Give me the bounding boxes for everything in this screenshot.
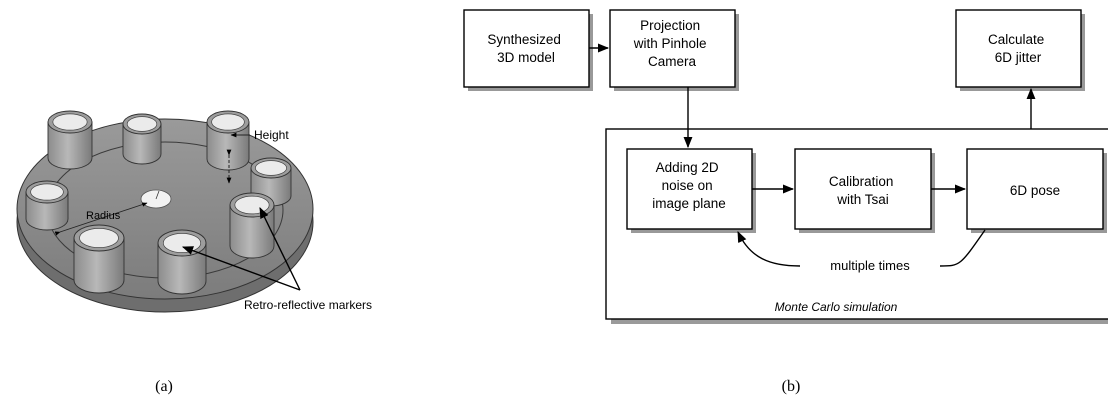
- synthesized-model-text: Synthesized 3D model: [487, 32, 564, 65]
- pose-box: [966, 148, 1104, 230]
- markers-callout: Retro-reflective markers: [181, 206, 372, 312]
- caption-a: (a): [155, 378, 173, 395]
- marker-cylinder: [206, 110, 250, 171]
- marker-cylinder: [73, 224, 125, 294]
- adding-noise-box: [626, 148, 753, 230]
- caption-b: (b): [782, 378, 801, 395]
- marker-cylinder: [122, 113, 162, 165]
- loop-arrow-left: [737, 230, 801, 267]
- marker-cylinder: [25, 180, 69, 231]
- projection-box: [609, 9, 736, 88]
- height-dimension: Height: [226, 128, 289, 184]
- marker-cylinder: [157, 229, 207, 295]
- pose-text: 6D pose: [1010, 183, 1060, 198]
- marker-cylinder: [47, 110, 93, 170]
- synthesized-model-box: [463, 9, 590, 88]
- adding-noise-text: Adding 2D noise on image plane: [652, 160, 726, 211]
- projection-text: Projection with Pinhole Camera: [633, 18, 711, 69]
- radius-line: [54, 202, 148, 236]
- calibration-box: [794, 148, 932, 230]
- markers-label: Retro-reflective markers: [244, 298, 372, 312]
- retro-reflective-marker-group: [25, 110, 292, 295]
- radius-label: Radius: [86, 210, 121, 222]
- calibration-text: Calibration with Tsai: [829, 174, 897, 207]
- loop-label: multiple times: [830, 258, 910, 273]
- monte-carlo-label: Monte Carlo simulation: [775, 300, 898, 314]
- height-label: Height: [254, 128, 289, 142]
- calculate-jitter-text: Calculate 6D jitter: [988, 32, 1048, 65]
- calculate-jitter-box: [955, 9, 1082, 88]
- loop-arrow: [939, 229, 986, 267]
- marker-cylinder: [229, 192, 275, 259]
